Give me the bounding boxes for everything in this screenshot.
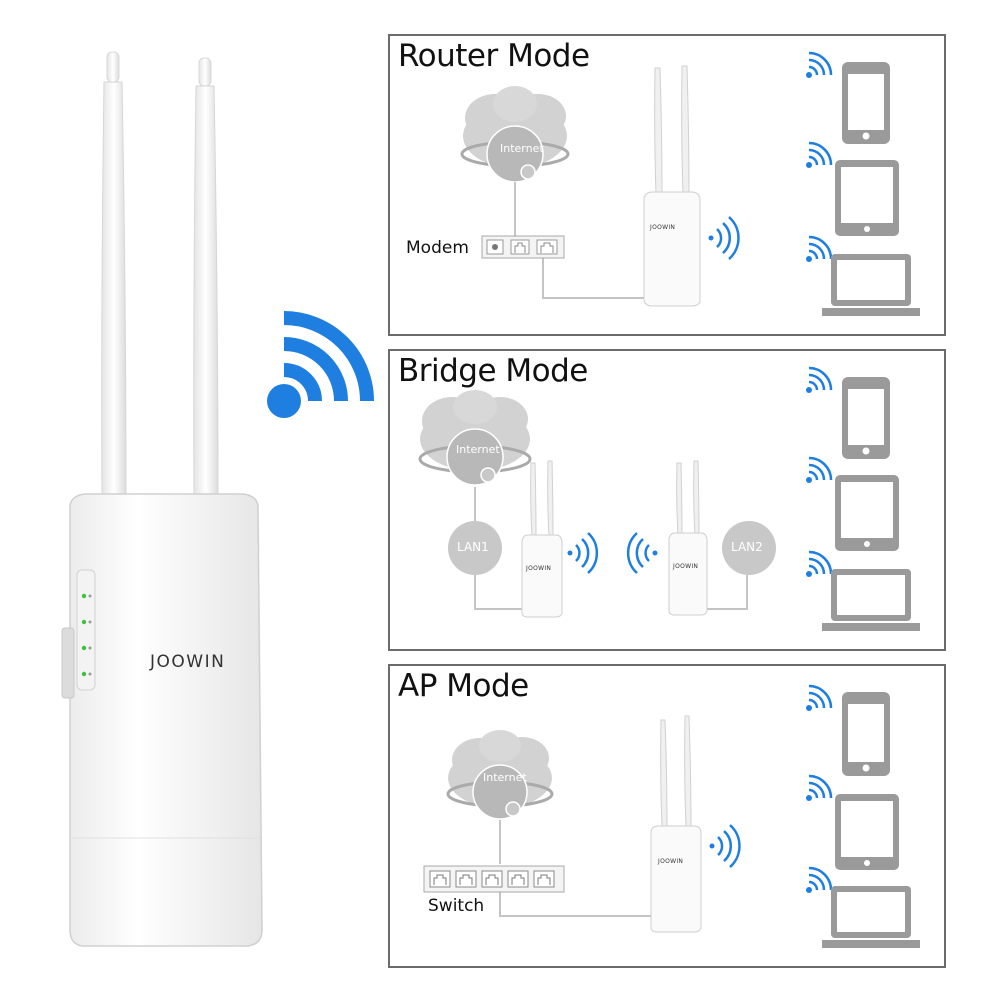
wifi-signal-icon <box>806 141 833 168</box>
wifi-signal-icon <box>806 235 833 262</box>
wifi-signal-icon <box>567 532 599 574</box>
globe-icon <box>418 428 532 486</box>
antenna-right <box>193 57 219 501</box>
tablet-icon <box>835 160 899 236</box>
router-body <box>61 493 263 947</box>
lan2-node-icon <box>722 521 776 575</box>
router-brand-label: JOOWIN <box>658 858 684 865</box>
laptop-icon <box>822 254 920 316</box>
router-icon <box>668 460 708 616</box>
switch-label: Switch <box>428 896 485 916</box>
wifi-signal-icon <box>806 550 833 577</box>
router-brand-label: JOOWIN <box>526 565 552 572</box>
internet-label: Internet <box>500 142 544 155</box>
wifi-signal-icon <box>708 216 740 260</box>
bridge-mode-panel: Bridge Mode Internet LAN1 LAN2 JOOWIN JO… <box>388 349 946 651</box>
phone-icon <box>842 62 890 144</box>
router-icon <box>643 65 701 307</box>
antenna-left <box>101 51 127 501</box>
internet-label: Internet <box>483 771 527 784</box>
phone-icon <box>842 377 890 459</box>
modem-label: Modem <box>406 238 469 258</box>
globe-icon <box>460 125 570 183</box>
bridge-mode-title: Bridge Mode <box>398 353 588 389</box>
ap-mode-diagram <box>423 684 920 948</box>
switch-icon <box>423 865 565 893</box>
wifi-signal-icon <box>806 774 833 801</box>
ap-mode-panel: AP Mode Internet Switch JOOWIN <box>388 664 946 968</box>
internet-label: Internet <box>456 443 500 456</box>
router-mode-diagram <box>460 51 920 316</box>
router-brand-label: JOOWIN <box>650 224 676 231</box>
wifi-signal-icon <box>806 51 833 78</box>
laptop-icon <box>822 569 920 631</box>
product-brand-label: JOOWIN <box>150 652 226 672</box>
router-mode-title: Router Mode <box>398 38 590 74</box>
wifi-signal-icon <box>806 366 833 393</box>
bridge-mode-diagram <box>418 366 920 631</box>
wifi-signal-icon <box>267 311 374 418</box>
lan1-label: LAN1 <box>457 540 489 554</box>
phone-icon <box>842 692 890 776</box>
wifi-signal-icon <box>806 866 833 893</box>
ap-mode-title: AP Mode <box>398 668 529 704</box>
globe-icon <box>446 764 554 820</box>
wifi-signal-icon <box>626 532 658 574</box>
lan1-node-icon <box>448 521 502 575</box>
lan2-label: LAN2 <box>731 540 763 554</box>
wifi-signal-icon <box>806 684 833 711</box>
modem-icon <box>481 235 565 259</box>
router-mode-panel: Router Mode Internet Modem JOOWIN <box>388 34 946 336</box>
wifi-signal-icon <box>709 824 741 868</box>
wifi-signal-icon <box>806 456 833 483</box>
router-brand-label: JOOWIN <box>673 563 699 570</box>
tablet-icon <box>835 475 899 551</box>
laptop-icon <box>822 886 920 948</box>
router-icon <box>521 460 563 618</box>
tablet-icon <box>835 794 899 870</box>
router-icon <box>650 715 702 933</box>
